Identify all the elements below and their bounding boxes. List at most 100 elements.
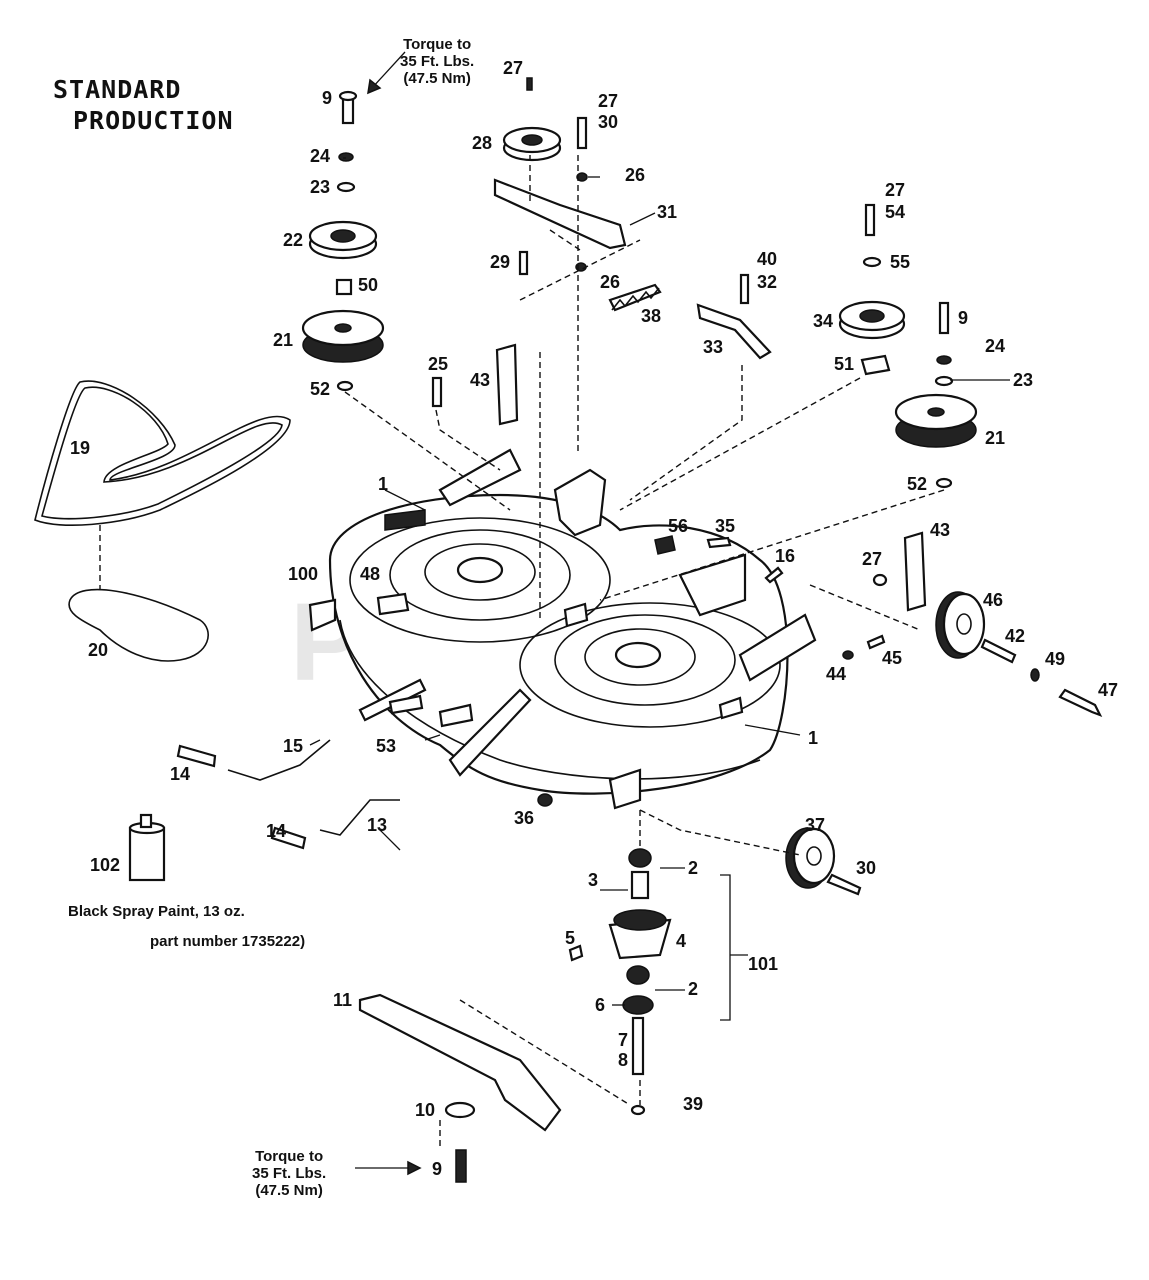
callout-13: 13	[367, 815, 387, 835]
gauge-wheel-46	[935, 591, 986, 659]
callout-21: 21	[273, 330, 293, 350]
callout-2: 2	[688, 979, 698, 999]
callout-36: 36	[514, 808, 534, 828]
callout-43: 43	[470, 370, 490, 390]
blade-11	[358, 993, 562, 1132]
callout-42: 42	[1005, 626, 1025, 646]
washer-10	[444, 1101, 476, 1119]
callout-54: 54	[885, 202, 905, 222]
callout-labels: 9 24 23 22 50 21 52 27 28 27 30 26 31 29…	[70, 58, 1118, 1179]
callout-27: 27	[503, 58, 523, 78]
callout-29: 29	[490, 252, 510, 272]
callout-30: 30	[856, 858, 876, 878]
callout-55: 55	[890, 252, 910, 272]
callout-53: 53	[376, 736, 396, 756]
torque-note-top: Torque to 35 Ft. Lbs. (47.5 Nm)	[400, 36, 475, 87]
callout-48: 48	[360, 564, 380, 584]
callout-15: 15	[283, 736, 303, 756]
callout-23: 23	[310, 177, 330, 197]
bolt-47	[1058, 688, 1103, 718]
bracket-33	[696, 303, 772, 360]
callout-3: 3	[588, 870, 598, 890]
callout-33: 33	[703, 337, 723, 357]
leader-lines	[309, 157, 1010, 1021]
callout-43: 43	[930, 520, 950, 540]
callout-102: 102	[90, 855, 120, 875]
callout-2: 2	[688, 858, 698, 878]
spring-35	[706, 536, 732, 549]
paint-can-102	[128, 813, 166, 882]
callout-16: 16	[775, 546, 795, 566]
bolt-30	[826, 873, 862, 896]
diagram-title-line1: STANDARD	[53, 75, 182, 104]
bracket-43-upper	[495, 343, 519, 426]
callout-50: 50	[358, 275, 378, 295]
lift-link-13	[270, 799, 400, 850]
callout-26: 26	[600, 272, 620, 292]
callout-14: 14	[170, 764, 190, 784]
callout-27: 27	[598, 91, 618, 111]
callout-8: 8	[618, 1050, 628, 1070]
callout-1: 1	[808, 728, 818, 748]
callout-21: 21	[985, 428, 1005, 448]
callout-24: 24	[310, 146, 330, 166]
right-pulley-stack	[838, 203, 978, 489]
drive-belt-19	[34, 380, 291, 526]
callout-4: 4	[676, 931, 686, 951]
nut-36	[537, 793, 553, 807]
callout-45: 45	[882, 648, 902, 668]
callout-19: 19	[70, 438, 90, 458]
mower-deck-housing	[308, 448, 817, 810]
callout-34: 34	[813, 311, 833, 331]
callout-9: 9	[958, 308, 968, 328]
nut-56	[654, 535, 676, 555]
callout-9: 9	[432, 1159, 442, 1179]
bolt-40-32	[739, 273, 750, 305]
left-pulley-stack	[301, 90, 385, 392]
callout-9: 9	[322, 88, 332, 108]
callout-14: 14	[266, 821, 286, 841]
callout-27: 27	[862, 549, 882, 569]
assembly-lines	[99, 155, 945, 1150]
callout-40: 40	[757, 249, 777, 269]
callout-101: 101	[748, 954, 778, 974]
callout-39: 39	[683, 1094, 703, 1114]
torque-arrow-bottom	[355, 1160, 422, 1176]
callout-25: 25	[428, 354, 448, 374]
paint-caption-line2: part number 1735222)	[150, 933, 306, 950]
axle-42	[980, 638, 1017, 664]
callout-51: 51	[834, 354, 854, 374]
callout-7: 7	[618, 1030, 628, 1050]
callout-56: 56	[668, 516, 688, 536]
callout-52: 52	[310, 379, 330, 399]
pulley-37	[785, 827, 836, 889]
callout-49: 49	[1045, 649, 1065, 669]
nut-27	[872, 573, 888, 587]
spindle-assembly	[568, 848, 672, 1116]
spring-38	[611, 287, 660, 311]
callout-26: 26	[625, 165, 645, 185]
callout-23: 23	[1013, 370, 1033, 390]
paint-caption-line1: Black Spray Paint, 13 oz.	[68, 903, 245, 920]
callout-30: 30	[598, 112, 618, 132]
pin-16	[764, 566, 784, 584]
washer-49	[1030, 668, 1040, 682]
callout-28: 28	[472, 133, 492, 153]
callout-1: 1	[378, 474, 388, 494]
callout-11: 11	[333, 990, 352, 1010]
bolt-9-blade	[455, 1149, 467, 1183]
torque-note-bottom: Torque to 35 Ft. Lbs. (47.5 Nm)	[252, 1148, 327, 1199]
torque-arrow-top	[367, 51, 406, 95]
callout-22: 22	[283, 230, 303, 250]
callout-31: 31	[657, 202, 677, 222]
callout-37: 37	[805, 815, 825, 835]
callout-20: 20	[88, 640, 108, 660]
callout-47: 47	[1098, 680, 1118, 700]
bracket-43-right	[903, 531, 927, 612]
callout-32: 32	[757, 272, 777, 292]
callout-35: 35	[715, 516, 735, 536]
callout-46: 46	[983, 590, 1003, 610]
callout-6: 6	[595, 995, 605, 1015]
pin-45	[866, 634, 886, 650]
